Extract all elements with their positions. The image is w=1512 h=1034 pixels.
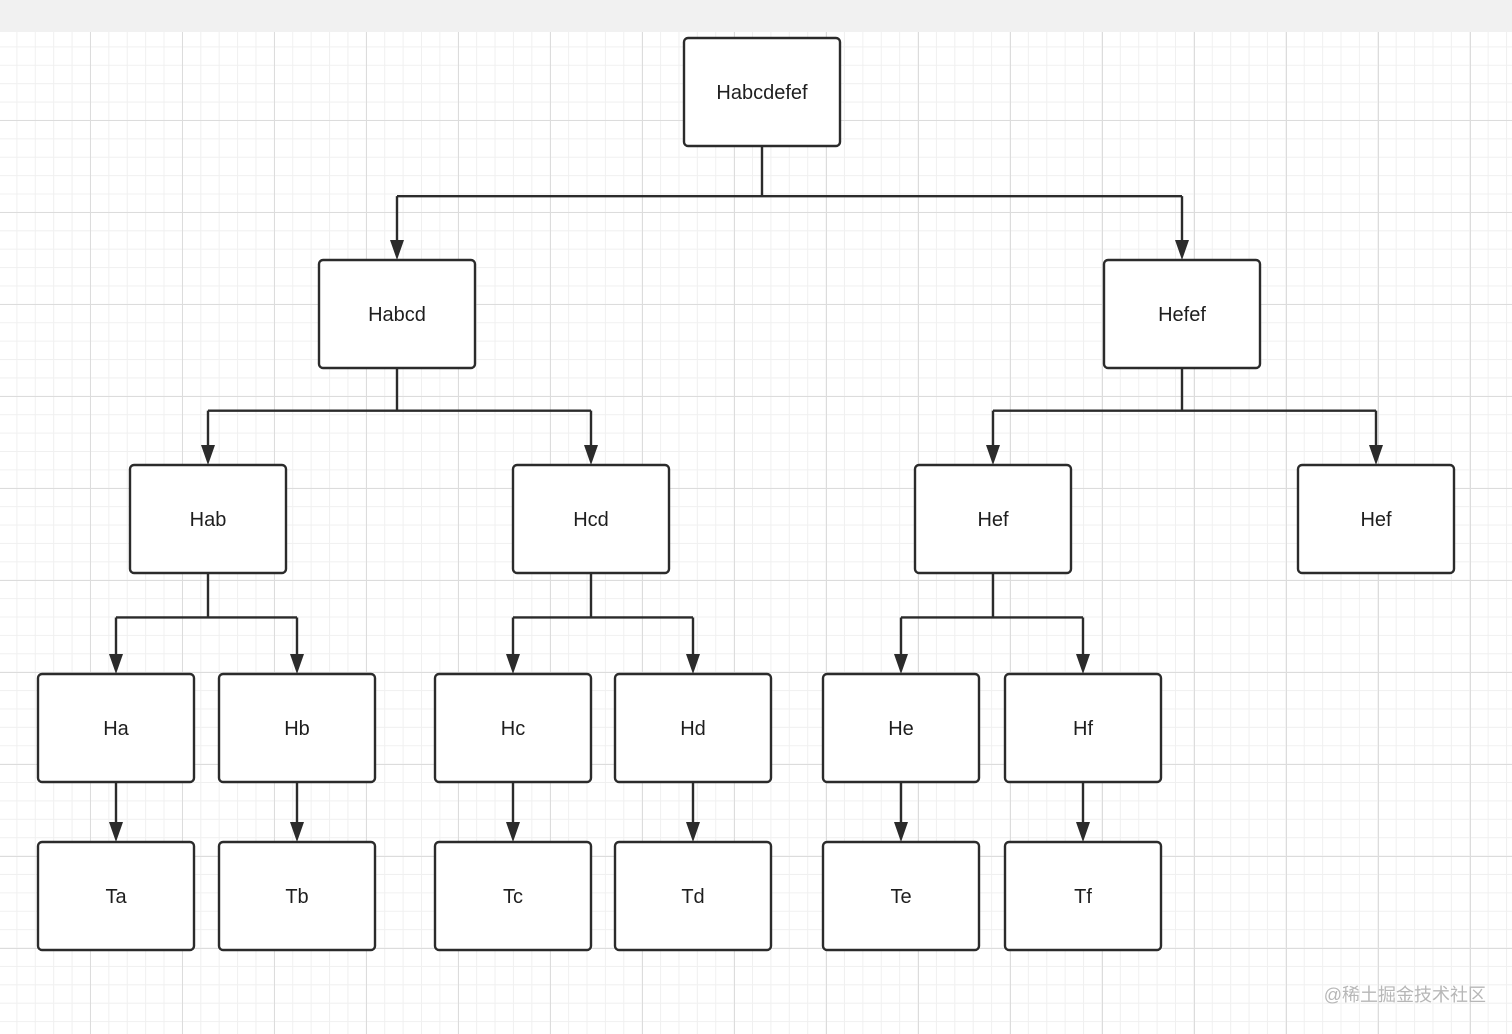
connector-n9 bbox=[506, 782, 520, 842]
arrowhead bbox=[1076, 822, 1090, 842]
node-box bbox=[317, 258, 477, 370]
arrowhead bbox=[894, 822, 908, 842]
arrowhead bbox=[506, 822, 520, 842]
node-box bbox=[821, 840, 981, 952]
node-box bbox=[433, 840, 593, 952]
arrowhead bbox=[1175, 240, 1189, 260]
connector-n4 bbox=[506, 573, 700, 674]
node-box bbox=[1296, 463, 1456, 575]
node-box bbox=[36, 840, 196, 952]
node-box bbox=[433, 672, 593, 784]
node-he[interactable]: He bbox=[821, 672, 981, 784]
connector-n1 bbox=[201, 368, 598, 465]
node-hab[interactable]: Hab bbox=[128, 463, 288, 575]
node-hef[interactable]: Hef bbox=[1296, 463, 1456, 575]
node-ta[interactable]: Ta bbox=[36, 840, 196, 952]
node-label: Hab bbox=[190, 509, 227, 531]
arrowhead bbox=[584, 445, 598, 465]
node-label: Hef bbox=[1360, 509, 1392, 531]
node-td[interactable]: Td bbox=[613, 840, 773, 952]
arrowhead bbox=[201, 445, 215, 465]
arrowhead bbox=[686, 654, 700, 674]
node-label: Hc bbox=[501, 718, 525, 740]
top-toolbar-strip bbox=[0, 0, 1512, 32]
node-te[interactable]: Te bbox=[821, 840, 981, 952]
arrowhead bbox=[986, 445, 1000, 465]
node-tb[interactable]: Tb bbox=[217, 840, 377, 952]
node-hc[interactable]: Hc bbox=[433, 672, 593, 784]
arrowhead bbox=[1369, 445, 1383, 465]
arrowhead bbox=[290, 654, 304, 674]
edge-line bbox=[899, 573, 1085, 662]
node-box bbox=[511, 463, 671, 575]
node-hcd[interactable]: Hcd bbox=[511, 463, 671, 575]
connector-n12 bbox=[1076, 782, 1090, 842]
node-label: Tf bbox=[1074, 886, 1092, 908]
arrowhead bbox=[894, 654, 908, 674]
node-label: Habcdefef bbox=[716, 82, 808, 104]
node-ha[interactable]: Ha bbox=[36, 672, 196, 784]
node-label: He bbox=[888, 718, 914, 740]
node-tc[interactable]: Tc bbox=[433, 840, 593, 952]
node-hefef[interactable]: Hefef bbox=[1102, 258, 1262, 370]
arrowhead bbox=[686, 822, 700, 842]
connector-n5 bbox=[894, 573, 1090, 674]
node-box bbox=[217, 840, 377, 952]
node-box bbox=[36, 672, 196, 784]
connector-n7 bbox=[109, 782, 123, 842]
edge-line bbox=[206, 368, 593, 453]
node-label: Hef bbox=[977, 509, 1009, 531]
node-tf[interactable]: Tf bbox=[1003, 840, 1163, 952]
node-label: Hefef bbox=[1158, 304, 1206, 326]
node-label: Hd bbox=[680, 718, 706, 740]
node-box bbox=[682, 36, 842, 148]
node-label: Te bbox=[890, 886, 911, 908]
node-hd[interactable]: Hd bbox=[613, 672, 773, 784]
connector-n3 bbox=[109, 573, 304, 674]
node-box bbox=[1003, 672, 1163, 784]
arrowhead bbox=[109, 654, 123, 674]
watermark-text: @稀土掘金技术社区 bbox=[1323, 985, 1486, 1005]
node-habcdefef[interactable]: Habcdefef bbox=[682, 36, 842, 148]
connector-n10 bbox=[686, 782, 700, 842]
arrowhead bbox=[109, 822, 123, 842]
edge-line bbox=[114, 573, 299, 662]
node-box bbox=[821, 672, 981, 784]
edge-line bbox=[395, 146, 1184, 248]
node-label: Hb bbox=[284, 718, 310, 740]
node-box bbox=[217, 672, 377, 784]
node-box bbox=[913, 463, 1073, 575]
node-label: Ta bbox=[105, 886, 127, 908]
node-label: Hf bbox=[1073, 718, 1093, 740]
node-label: Habcd bbox=[368, 304, 426, 326]
arrowhead bbox=[390, 240, 404, 260]
node-box bbox=[613, 840, 773, 952]
node-label: Ha bbox=[103, 718, 129, 740]
node-box bbox=[128, 463, 288, 575]
node-box bbox=[1102, 258, 1262, 370]
node-label: Tc bbox=[503, 886, 523, 908]
node-box bbox=[1003, 840, 1163, 952]
edge-line bbox=[991, 368, 1378, 453]
edge-line bbox=[511, 573, 695, 662]
connector-n11 bbox=[894, 782, 908, 842]
connector-n0 bbox=[390, 146, 1189, 260]
node-label: Td bbox=[681, 886, 704, 908]
edges-layer bbox=[109, 146, 1383, 842]
node-hef[interactable]: Hef bbox=[913, 463, 1073, 575]
arrowhead bbox=[506, 654, 520, 674]
connector-n2 bbox=[986, 368, 1383, 465]
arrowhead bbox=[1076, 654, 1090, 674]
node-label: Tb bbox=[285, 886, 308, 908]
node-box bbox=[613, 672, 773, 784]
arrowhead bbox=[290, 822, 304, 842]
node-hb[interactable]: Hb bbox=[217, 672, 377, 784]
node-hf[interactable]: Hf bbox=[1003, 672, 1163, 784]
node-label: Hcd bbox=[573, 509, 609, 531]
connector-n8 bbox=[290, 782, 304, 842]
node-habcd[interactable]: Habcd bbox=[317, 258, 477, 370]
